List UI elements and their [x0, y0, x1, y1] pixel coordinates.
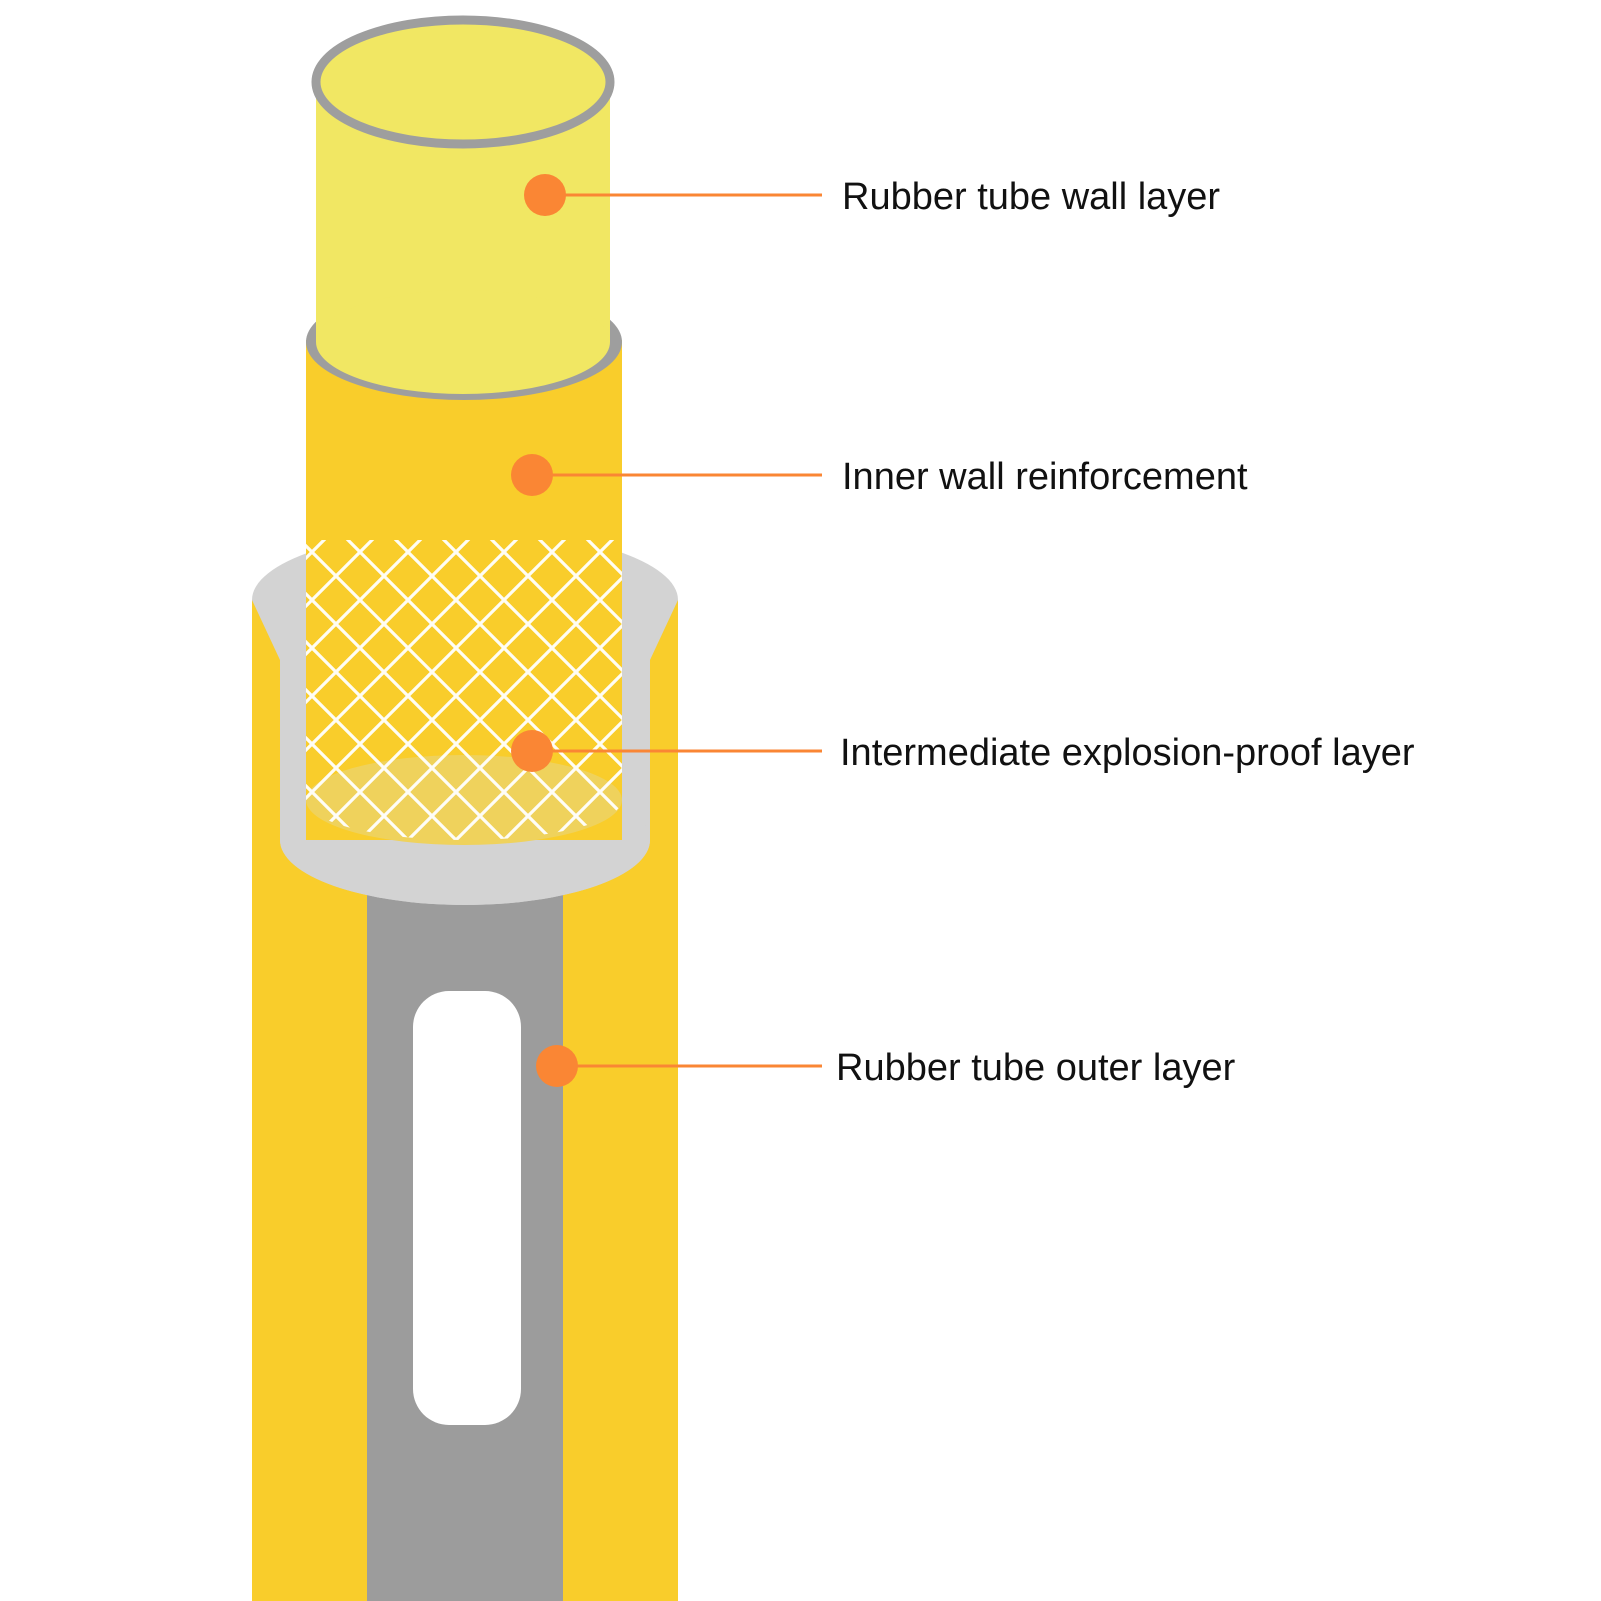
- label-rubber-tube-wall-layer: Rubber tube wall layer: [842, 176, 1220, 218]
- callout-wall-dot: [524, 174, 566, 216]
- rubber-wall-tube: [311, 15, 615, 394]
- label-inner-wall-reinforcement: Inner wall reinforcement: [842, 456, 1248, 498]
- wall-tube-top-rim: [311, 15, 615, 149]
- callout-inner-dot: [511, 454, 553, 496]
- callout-wall: Rubber tube wall layer: [524, 174, 1220, 218]
- wall-tube-bottom: [316, 290, 610, 394]
- label-rubber-tube-outer-layer: Rubber tube outer layer: [836, 1047, 1236, 1089]
- callout-inner: Inner wall reinforcement: [511, 454, 1248, 498]
- label-intermediate-explosion-proof-layer: Intermediate explosion-proof layer: [840, 732, 1415, 774]
- reinforcement-mesh: [306, 540, 622, 840]
- callout-mid-dot: [511, 730, 553, 772]
- callout-mid: Intermediate explosion-proof layer: [511, 730, 1415, 774]
- callout-outer-dot: [536, 1045, 578, 1087]
- outer-hose-stripe-window: [413, 991, 521, 1425]
- mesh-pattern: [306, 540, 622, 840]
- callout-outer: Rubber tube outer layer: [536, 1045, 1236, 1089]
